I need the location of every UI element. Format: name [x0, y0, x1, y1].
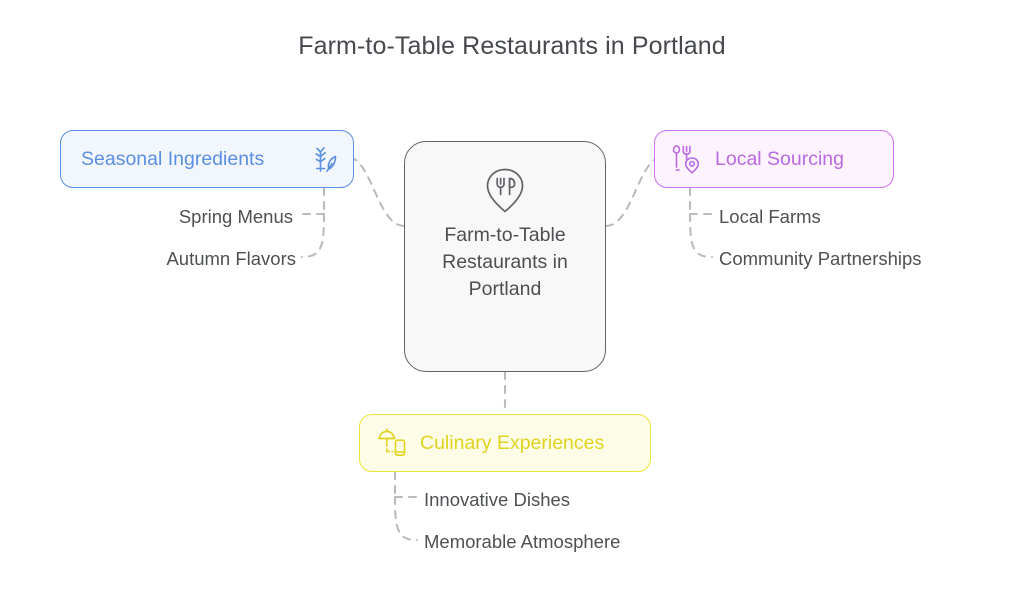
branch-node-seasonal-ingredients[interactable]: Seasonal Ingredients — [60, 130, 354, 188]
leaf-label-community-partnerships: Community Partnerships — [719, 248, 922, 269]
branch-node-culinary-experiences[interactable]: Culinary Experiences — [359, 414, 651, 472]
branch-node-local-sourcing[interactable]: Local Sourcing — [654, 130, 894, 188]
leaf-label-innovative-dishes: Innovative Dishes — [424, 489, 571, 510]
central-node[interactable]: Farm-to-Table Restaurants in Portland — [404, 141, 606, 372]
wheat-leaf-icon — [315, 147, 337, 172]
branch-label-culinary-experiences: Culinary Experiences — [420, 431, 605, 454]
leaf-label-local-farms: Local Farms — [719, 206, 821, 227]
fork-spoon-location-pin-icon — [672, 145, 700, 174]
page-title: Farm-to-Table Restaurants in Portland — [298, 32, 726, 60]
leaf-label-autumn-flavors: Autumn Flavors — [166, 248, 296, 269]
connector-sourcing-community — [688, 212, 714, 259]
connector-central-sourcing — [604, 157, 658, 228]
connector-seasonal-autumn — [300, 212, 326, 259]
leaf-label-spring-menus: Spring Menus — [178, 206, 293, 227]
branch-label-seasonal-ingredients: Seasonal Ingredients — [81, 147, 265, 170]
connector-central-seasonal — [352, 157, 406, 228]
central-node-label: Farm-to-Table Restaurants in Portland — [442, 224, 568, 300]
map-pin-fork-knife-icon — [486, 168, 524, 213]
branch-label-local-sourcing: Local Sourcing — [715, 147, 844, 170]
cloche-device-icon — [377, 428, 406, 456]
leaf-label-memorable-atmosphere: Memorable Atmosphere — [424, 531, 621, 552]
connector-culinary-memorable — [393, 495, 419, 542]
